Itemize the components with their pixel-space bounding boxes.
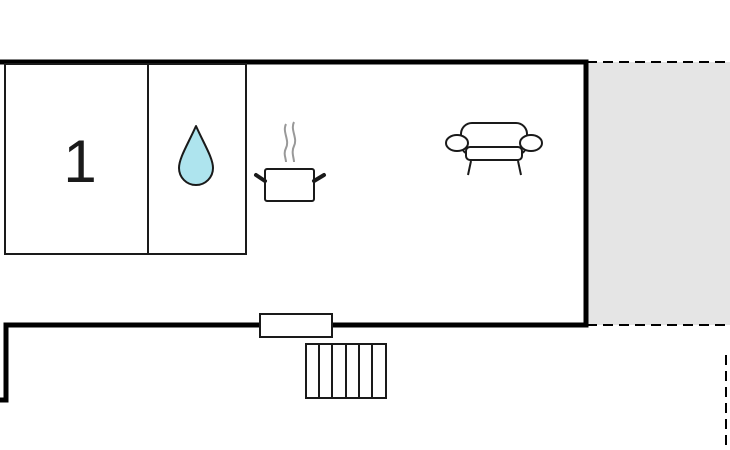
room-number-label: 1 (63, 128, 96, 195)
cooking-pot-icon (254, 121, 326, 202)
entrance-door (259, 313, 333, 338)
terrace-outline (587, 61, 730, 326)
outer-wall (0, 59, 589, 403)
terrace-area (587, 62, 730, 325)
sofa-icon (445, 122, 543, 176)
water-drop-icon (178, 125, 214, 186)
stairs (305, 343, 387, 399)
bathroom-room (147, 63, 247, 255)
